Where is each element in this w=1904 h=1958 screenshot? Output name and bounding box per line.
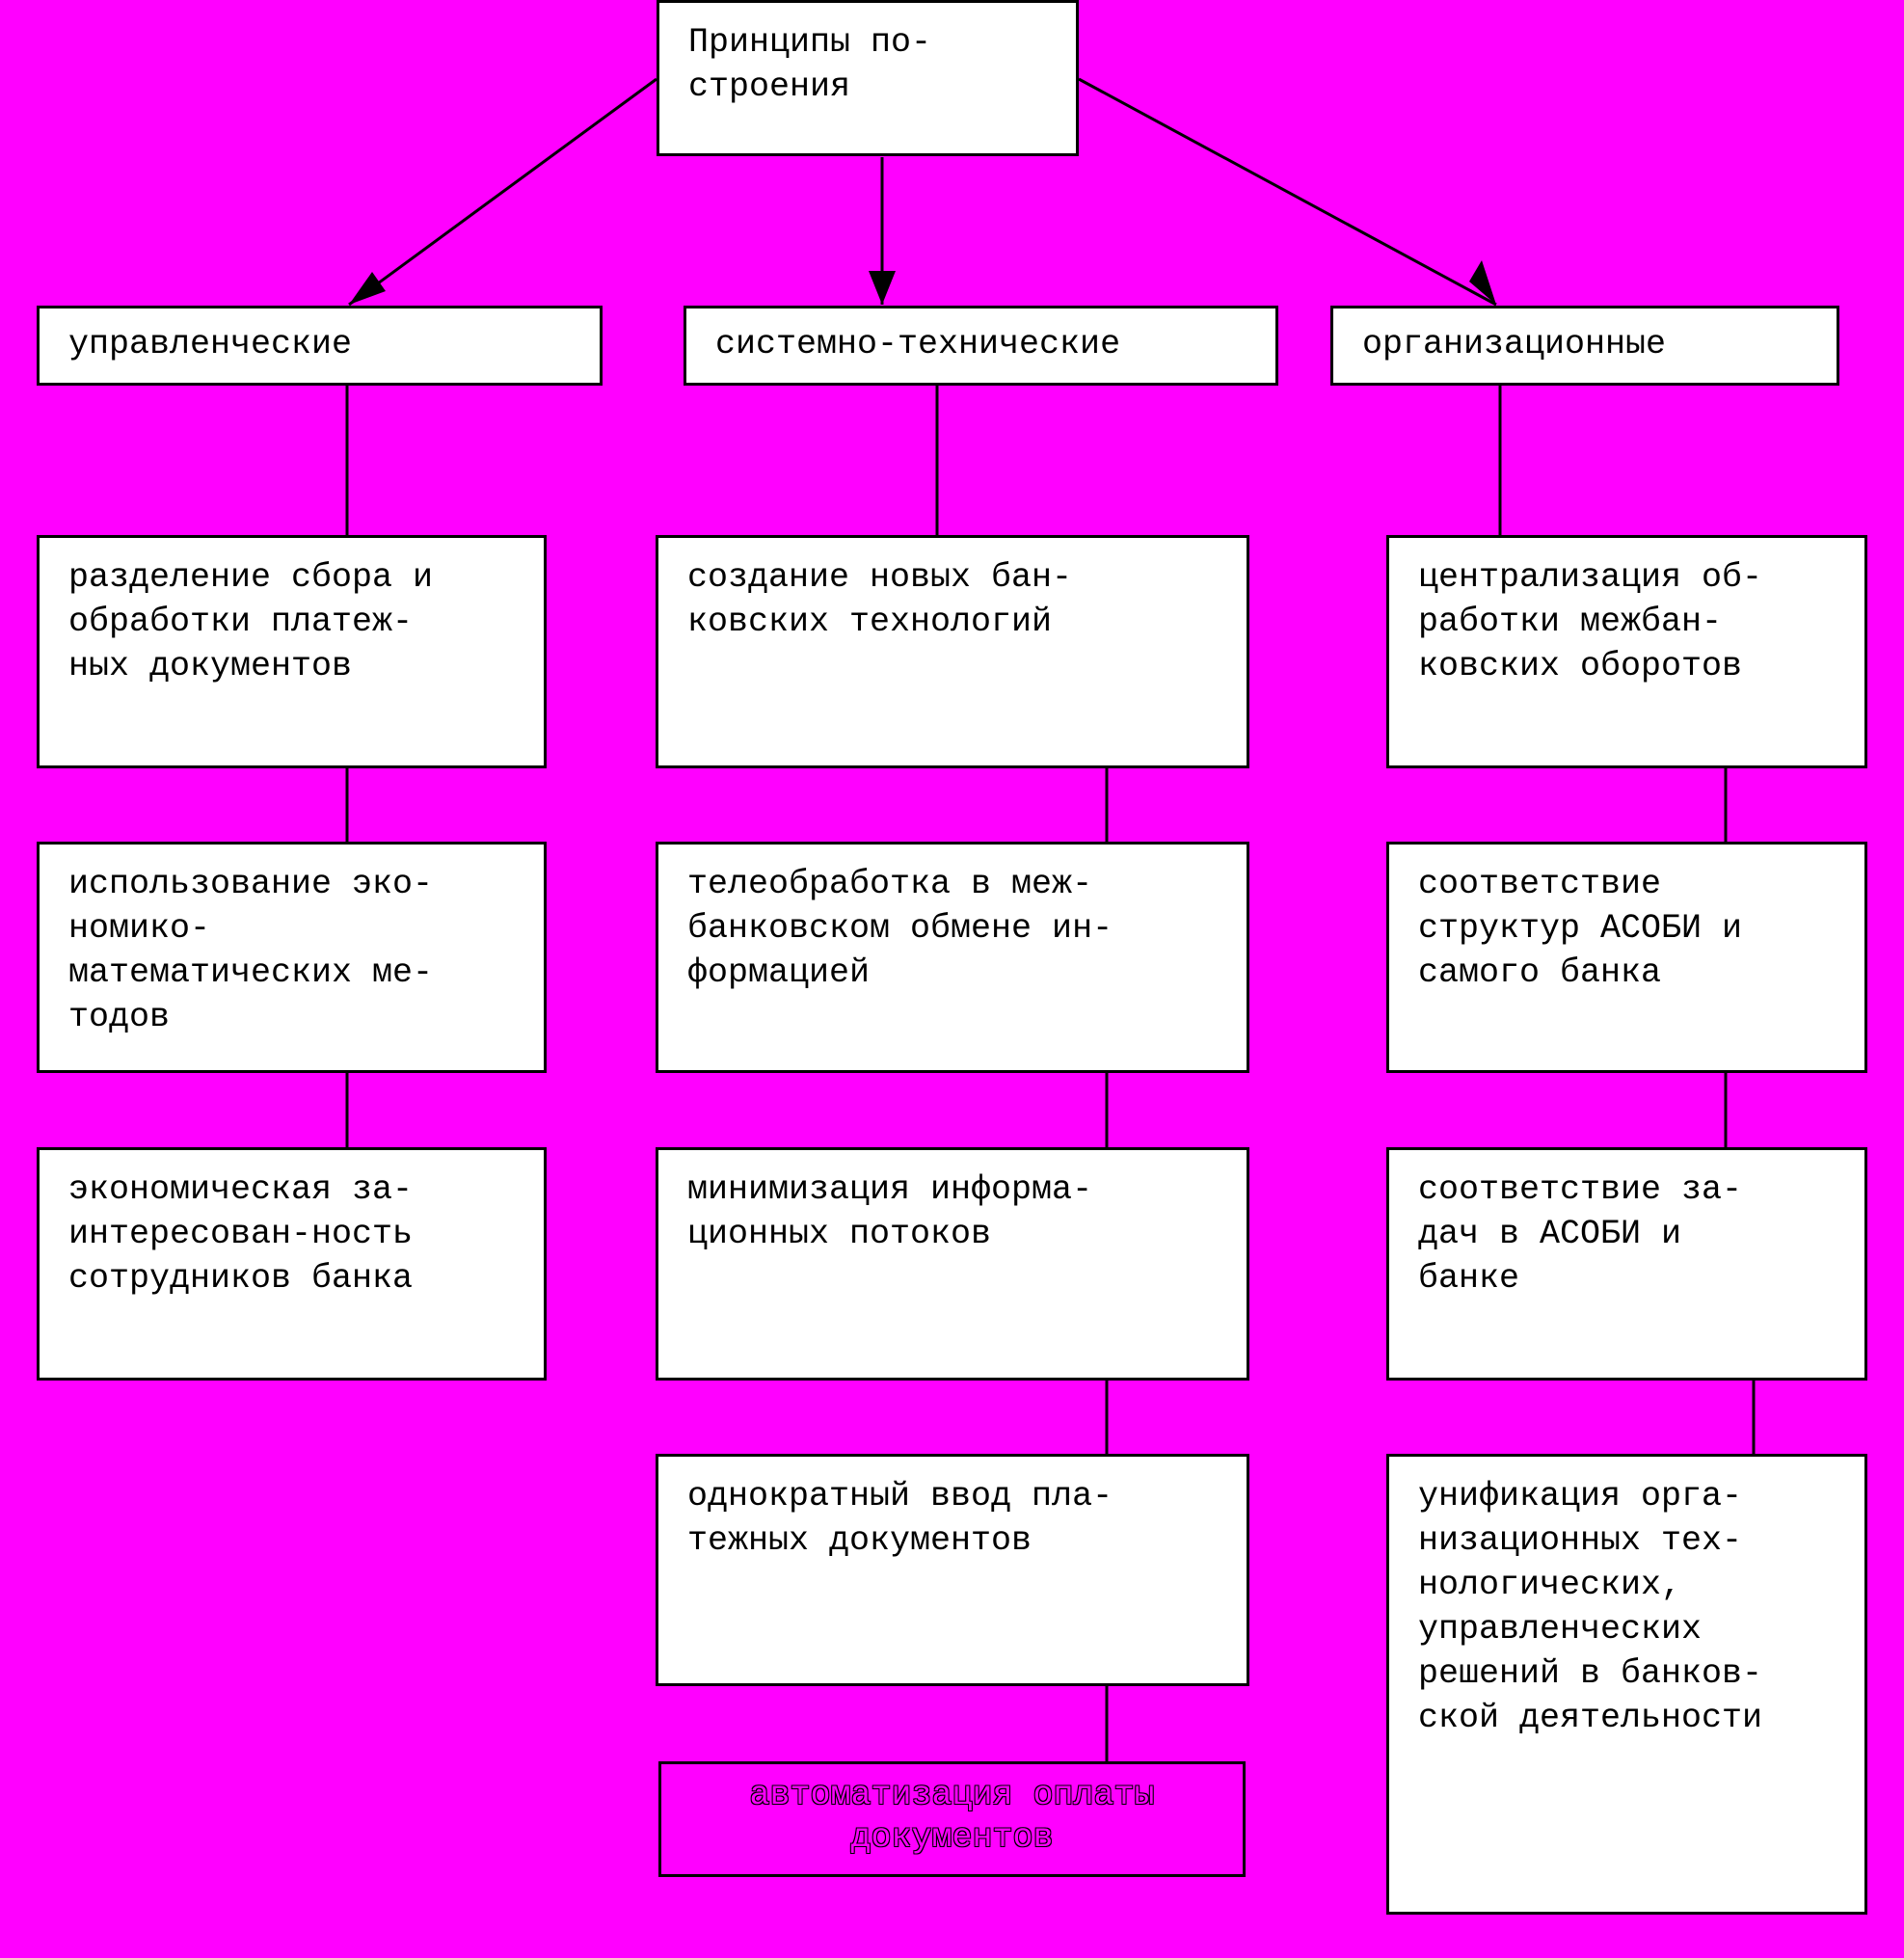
arrowhead-cat2 xyxy=(869,271,896,305)
principle-box: разделение сбора и обработки платеж- ных… xyxy=(37,535,547,768)
principle-box: соответствие за- дач в АСОБИ и банке xyxy=(1386,1147,1867,1381)
principle-box: создание новых бан- ковских технологий xyxy=(656,535,1249,768)
principle-box: унификация орга- низационных тех- нологи… xyxy=(1386,1454,1867,1915)
principle-box: использование эко- номико- математически… xyxy=(37,842,547,1073)
arrowhead-cat3 xyxy=(1469,260,1496,305)
principle-box-highlighted: автоматизация оплаты документов xyxy=(658,1761,1246,1877)
principle-box: минимизация информа- ционных потоков xyxy=(656,1147,1249,1381)
arrow-root-to-cat3 xyxy=(1078,77,1497,307)
principle-box: соответствие структур АСОБИ и самого бан… xyxy=(1386,842,1867,1073)
principle-box: телеобработка в меж- банковском обмене и… xyxy=(656,842,1249,1073)
principle-box: централизация об- работки межбан- ковски… xyxy=(1386,535,1867,768)
category-organizational: организационные xyxy=(1330,306,1839,386)
principle-box: экономическая за- интересован-ность сотр… xyxy=(37,1147,547,1381)
arrowhead-cat1 xyxy=(349,272,386,305)
principle-box: однократный ввод пла- тежных документов xyxy=(656,1454,1249,1686)
category-managerial: управленческие xyxy=(37,306,603,386)
arrow-root-to-cat1 xyxy=(348,77,657,307)
root-principles-box: Принципы по- строения xyxy=(657,0,1079,156)
category-system-technical: системно-технические xyxy=(684,306,1278,386)
